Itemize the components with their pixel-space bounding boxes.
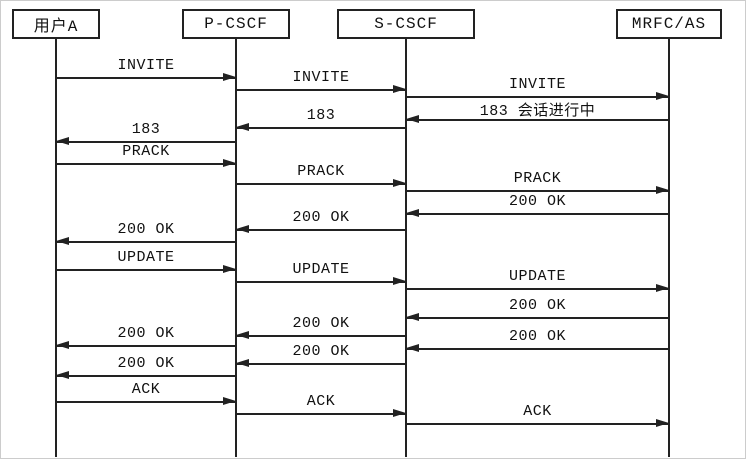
- actor-box-p-cscf: P-CSCF: [182, 9, 290, 39]
- message-arrow-line: [406, 317, 669, 319]
- arrowhead-right-icon: [393, 277, 406, 286]
- arrowhead-left-icon: [406, 344, 419, 353]
- arrowhead-right-icon: [393, 179, 406, 188]
- message-label: 200 OK: [117, 325, 175, 342]
- message-label: PRACK: [122, 143, 170, 160]
- message-label: 200 OK: [292, 343, 350, 360]
- arrowhead-right-icon: [223, 397, 236, 406]
- message-arrow-line: [56, 269, 236, 271]
- lifeline-user-a: [55, 39, 57, 457]
- arrowhead-left-icon: [236, 123, 249, 132]
- message-arrow-line: [56, 163, 236, 165]
- arrowhead-right-icon: [223, 265, 236, 274]
- message-arrow-line: [406, 348, 669, 350]
- message-arrow-line: [406, 96, 669, 98]
- message-arrow-line: [56, 345, 236, 347]
- message-arrow-line: [56, 141, 236, 143]
- arrowhead-left-icon: [236, 225, 249, 234]
- message-label: INVITE: [292, 69, 350, 86]
- actor-box-mrfc-as: MRFC/AS: [616, 9, 722, 39]
- arrowhead-right-icon: [393, 409, 406, 418]
- message-arrow-line: [406, 190, 669, 192]
- arrowhead-left-icon: [236, 359, 249, 368]
- message-arrow-line: [56, 375, 236, 377]
- message-label: 200 OK: [508, 328, 566, 345]
- message-arrow-line: [236, 183, 406, 185]
- arrowhead-right-icon: [223, 73, 236, 82]
- message-arrow-line: [236, 363, 406, 365]
- message-label: 200 OK: [117, 355, 175, 372]
- message-arrow-line: [56, 241, 236, 243]
- message-label: PRACK: [513, 170, 562, 187]
- message-label: 183: [131, 121, 161, 138]
- message-arrow-line: [236, 127, 406, 129]
- message-label: PRACK: [297, 163, 345, 180]
- arrowhead-left-icon: [406, 209, 419, 218]
- message-label: UPDATE: [508, 268, 566, 285]
- message-arrow-line: [56, 401, 236, 403]
- message-arrow-line: [56, 77, 236, 79]
- message-arrow-line: [236, 413, 406, 415]
- lifeline-mrfc-as: [668, 39, 670, 457]
- arrowhead-left-icon: [56, 237, 69, 246]
- message-label: ACK: [131, 381, 161, 398]
- message-label: 183: [306, 107, 336, 124]
- arrowhead-right-icon: [656, 284, 669, 293]
- message-label: 200 OK: [292, 315, 350, 332]
- message-label: UPDATE: [117, 249, 175, 266]
- message-label: UPDATE: [292, 261, 350, 278]
- arrowhead-left-icon: [236, 331, 249, 340]
- arrowhead-left-icon: [406, 313, 419, 322]
- actor-box-user-a: 用户A: [12, 9, 100, 39]
- arrowhead-left-icon: [56, 371, 69, 380]
- message-arrow-line: [236, 281, 406, 283]
- actor-label: S-CSCF: [374, 15, 438, 33]
- message-arrow-line: [406, 288, 669, 290]
- actor-label: 用户A: [33, 18, 79, 36]
- message-label: INVITE: [117, 57, 175, 74]
- arrowhead-right-icon: [656, 92, 669, 101]
- message-label: ACK: [523, 403, 552, 420]
- message-label: 200 OK: [508, 297, 566, 314]
- actor-box-s-cscf: S-CSCF: [337, 9, 475, 39]
- message-label: 200 OK: [508, 193, 566, 210]
- arrowhead-left-icon: [56, 341, 69, 350]
- message-arrow-line: [236, 335, 406, 337]
- actor-label: MRFC/AS: [631, 15, 707, 33]
- arrowhead-left-icon: [406, 115, 419, 124]
- message-arrow-line: [406, 213, 669, 215]
- message-label: 200 OK: [117, 221, 175, 238]
- arrowhead-right-icon: [223, 159, 236, 168]
- message-label: 200 OK: [292, 209, 350, 226]
- arrowhead-right-icon: [393, 85, 406, 94]
- actor-label: P-CSCF: [204, 15, 268, 33]
- arrowhead-right-icon: [656, 186, 669, 195]
- lifeline-p-cscf: [235, 39, 237, 457]
- message-label: ACK: [306, 393, 336, 410]
- message-arrow-line: [406, 423, 669, 425]
- arrowhead-right-icon: [656, 419, 669, 428]
- arrowhead-left-icon: [56, 137, 69, 146]
- lifeline-s-cscf: [405, 39, 407, 457]
- message-arrow-line: [236, 229, 406, 231]
- message-label: 183 会话进行中: [479, 103, 596, 120]
- message-label: INVITE: [508, 76, 566, 93]
- message-arrow-line: [236, 89, 406, 91]
- message-arrow-line: [406, 119, 669, 121]
